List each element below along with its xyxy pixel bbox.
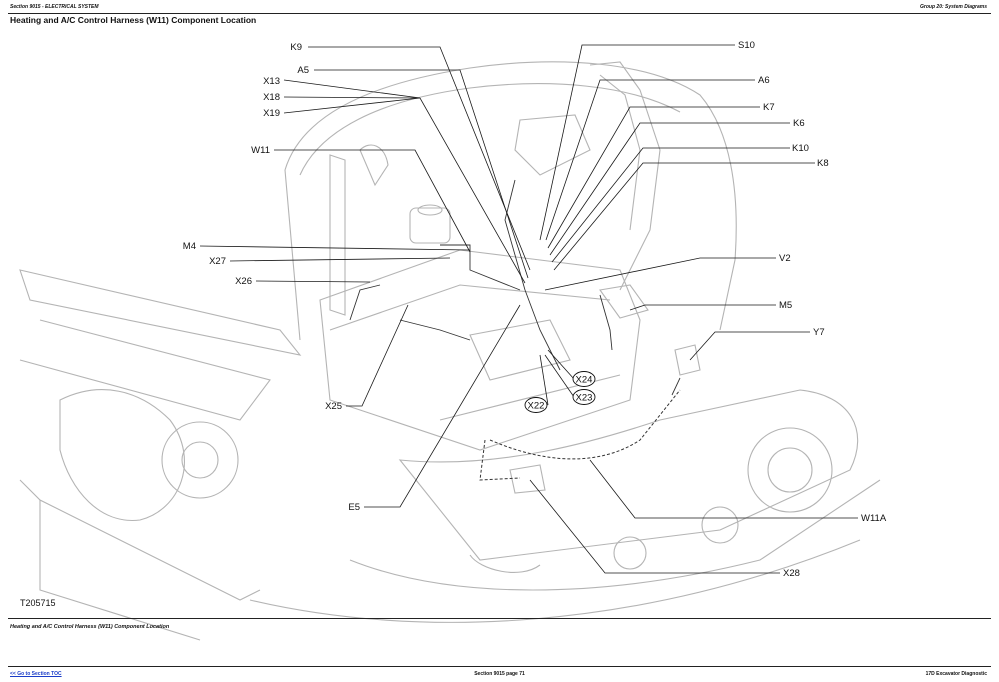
component-labels: K9 A5 X13 X18 X19 W11 M4 X27 X26 X25 E5 … xyxy=(183,40,887,579)
caption-rule-top xyxy=(8,618,991,619)
x23-circle xyxy=(572,389,596,405)
label-x24: X24 xyxy=(576,375,593,386)
label-a5: A5 xyxy=(297,65,309,76)
label-k7: K7 xyxy=(763,102,775,113)
figure-caption: Heating and A/C Control Harness (W11) Co… xyxy=(10,624,170,630)
harness-path xyxy=(479,389,681,481)
header-rule xyxy=(8,13,991,14)
circled-labels: X24 X23 X22 xyxy=(524,371,596,413)
label-x28: X28 xyxy=(783,568,800,579)
manual-title: 17D Excavator Diagnostic xyxy=(925,671,987,677)
label-w11: W11 xyxy=(251,145,270,156)
label-x18: X18 xyxy=(263,92,280,103)
label-k6: K6 xyxy=(793,118,805,129)
label-x13: X13 xyxy=(263,76,280,87)
section-toc-link[interactable]: << Go to Section TOC xyxy=(10,671,62,677)
label-x23: X23 xyxy=(576,393,593,404)
excavator-outline xyxy=(19,61,881,641)
label-s10: S10 xyxy=(738,40,755,51)
x24-circle xyxy=(572,371,596,387)
figure-id: T205715 xyxy=(20,598,56,608)
label-k9: K9 xyxy=(290,42,302,53)
label-x22: X22 xyxy=(528,401,545,412)
page-title: Heating and A/C Control Harness (W11) Co… xyxy=(10,15,257,25)
label-k10: K10 xyxy=(792,143,809,154)
leader-lines xyxy=(199,44,858,574)
page-number: Section 9015 page 71 xyxy=(474,671,525,677)
label-x27: X27 xyxy=(209,256,226,267)
label-x26: X26 xyxy=(235,276,252,287)
label-w11a: W11A xyxy=(861,513,887,524)
label-v2: V2 xyxy=(779,253,791,264)
label-m4: M4 xyxy=(183,241,196,252)
label-x25: X25 xyxy=(325,401,342,412)
label-x19: X19 xyxy=(263,108,280,119)
label-e5: E5 xyxy=(348,502,360,513)
footer-rule xyxy=(8,666,991,667)
section-header: Section 9015 - ELECTRICAL SYSTEM xyxy=(10,4,99,10)
label-a6: A6 xyxy=(758,75,770,86)
label-y7: Y7 xyxy=(813,327,825,338)
x22-circle xyxy=(524,397,548,413)
label-m5: M5 xyxy=(779,300,792,311)
group-header: Group 20: System Diagrams xyxy=(920,4,987,10)
label-k8: K8 xyxy=(817,158,829,169)
harness-wires xyxy=(349,179,681,396)
